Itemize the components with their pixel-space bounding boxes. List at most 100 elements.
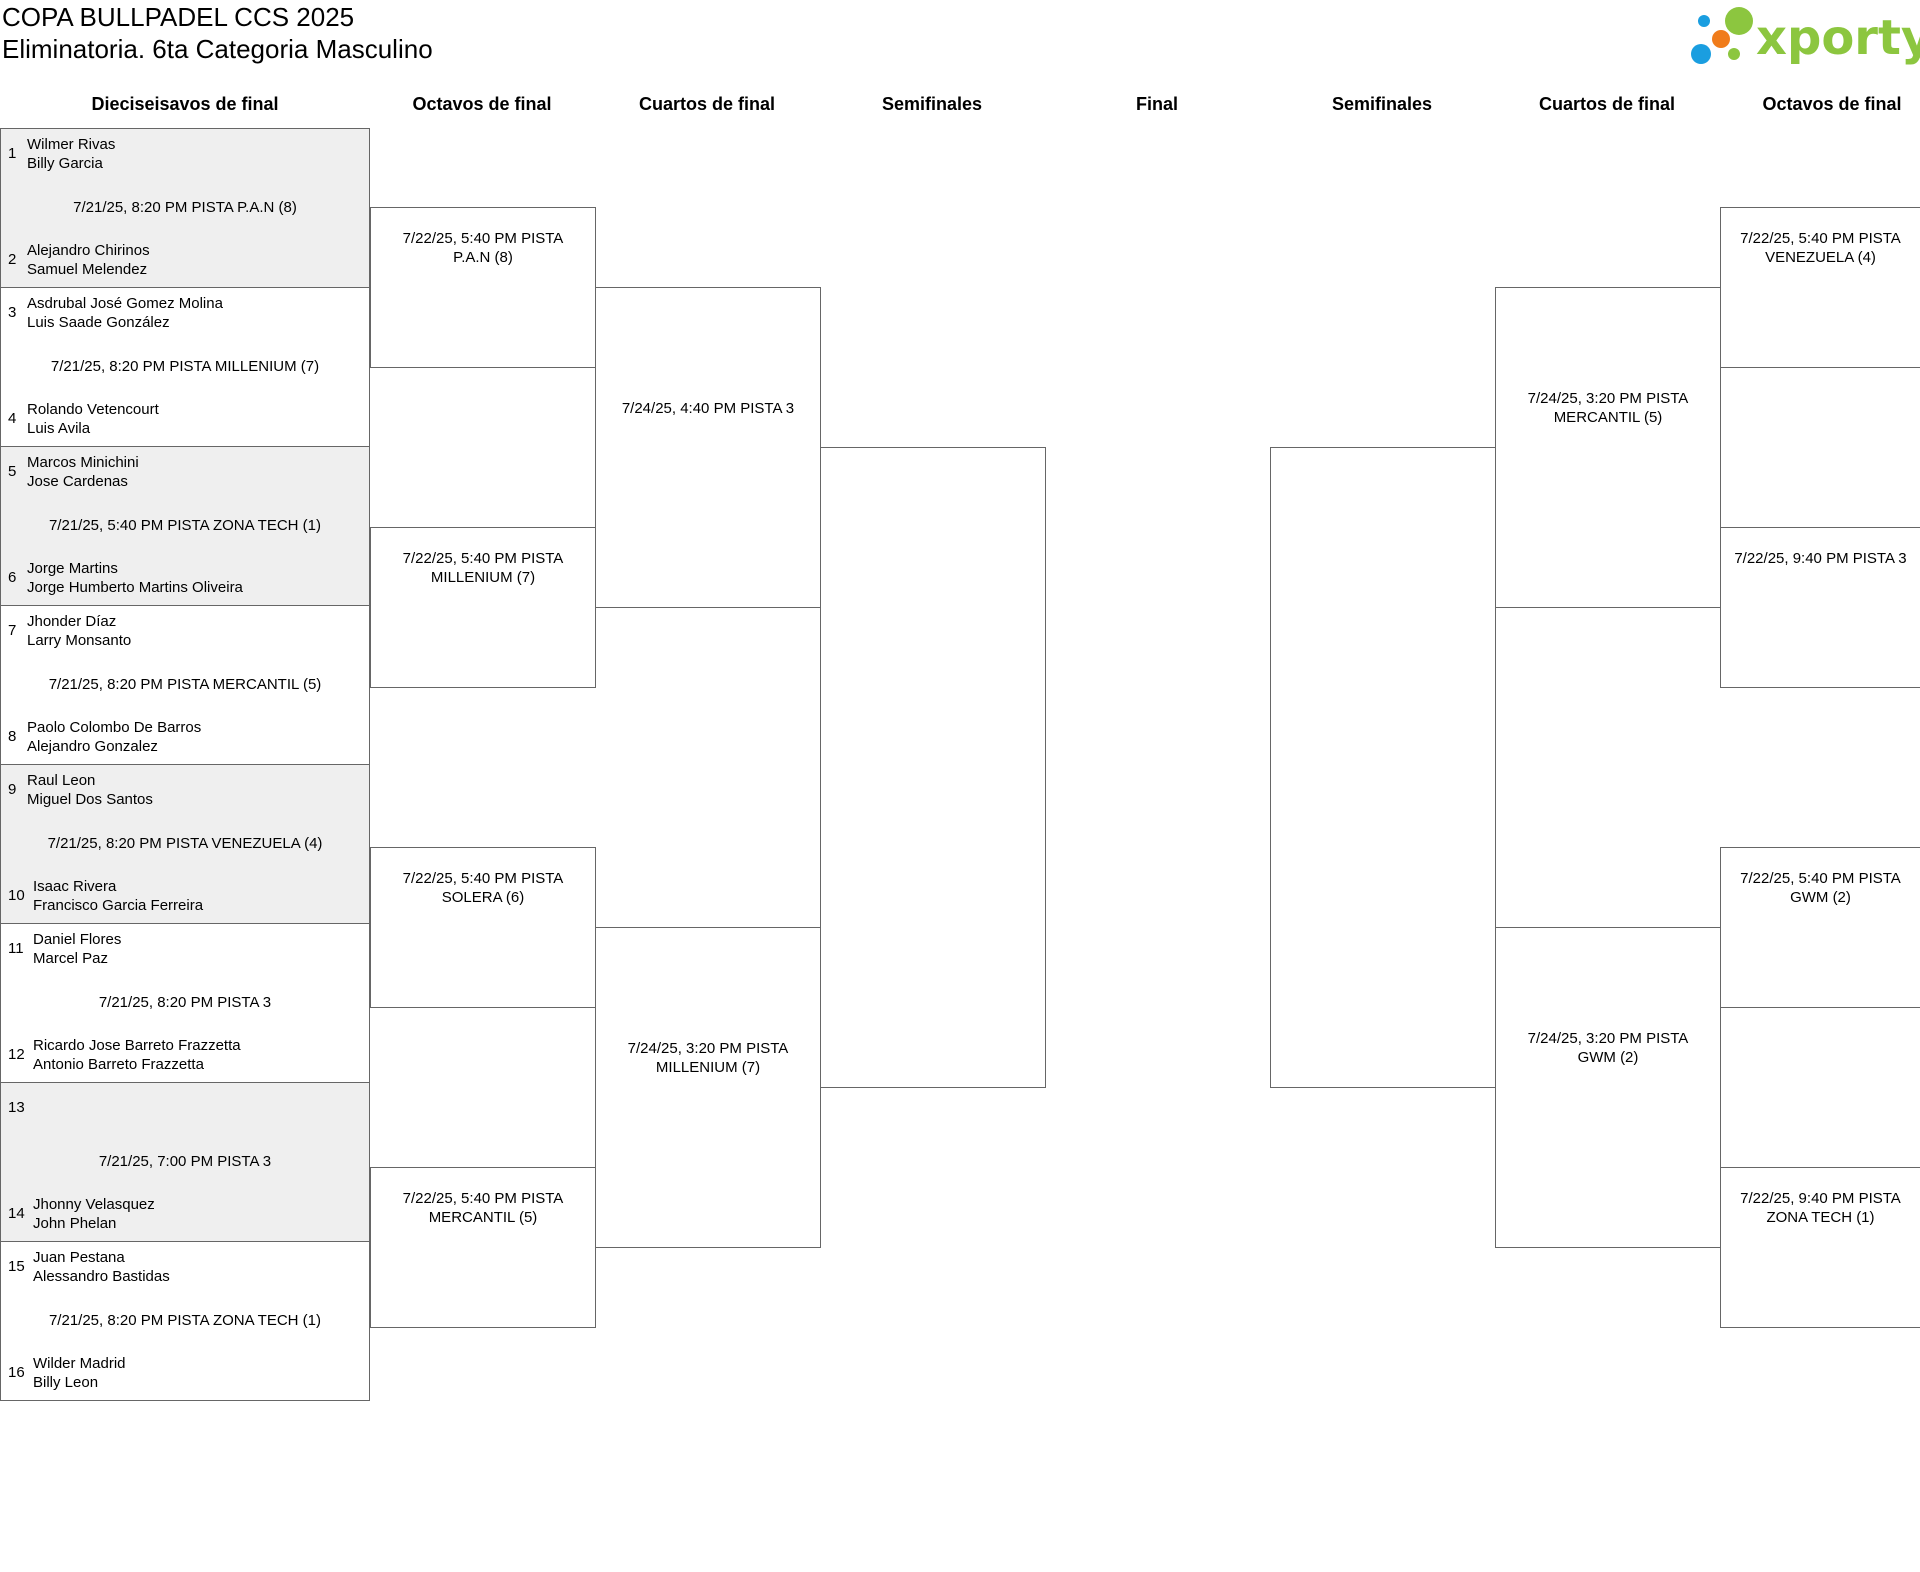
schedule-line: 7/24/25, 3:20 PM PISTA — [1527, 390, 1689, 407]
player-name: John Phelan — [33, 1215, 117, 1232]
seed-number: 6 — [8, 569, 17, 586]
qf-match-left[interactable]: 7/24/25, 3:20 PM PISTA MILLENIUM (7) — [595, 927, 821, 1248]
r16-match-left[interactable]: 7/22/25, 5:40 PM PISTA P.A.N (8) — [370, 207, 596, 368]
player-name: Alejandro Chirinos — [27, 242, 150, 259]
player-name: Isaac Rivera — [33, 878, 117, 895]
player-name: Jhonny Velasquez — [33, 1196, 155, 1213]
player-name: Ricardo Jose Barreto Frazzetta — [33, 1037, 241, 1054]
seed-number: 16 — [8, 1364, 25, 1381]
qf-match-right[interactable]: 7/24/25, 3:20 PM PISTA MERCANTIL (5) — [1495, 287, 1721, 608]
player-name: Jorge Martins — [27, 560, 118, 577]
round-header: Cuartos de final — [638, 94, 776, 114]
schedule-line: MILLENIUM (7) — [430, 569, 536, 586]
semifinal-left-bracket — [820, 447, 1046, 1088]
player-name: Billy Garcia — [27, 155, 103, 172]
logo-text: xporty — [1756, 10, 1920, 66]
logo-dot-green-large — [1725, 7, 1753, 35]
match-schedule: 7/21/25, 8:20 PM PISTA ZONA TECH (1) — [48, 1312, 322, 1329]
player-name: Wilmer Rivas — [27, 136, 116, 153]
match-schedule: 7/22/25, 5:40 PM PISTA MILLENIUM (7) — [371, 549, 595, 587]
schedule-line: 7/22/25, 5:40 PM PISTA — [402, 550, 564, 567]
schedule-line: SOLERA (6) — [441, 889, 525, 906]
player-name: Raul Leon — [27, 772, 96, 789]
logo-dot-blue-small — [1698, 15, 1710, 27]
match-schedule: 7/22/25, 5:40 PM PISTA SOLERA (6) — [371, 869, 595, 907]
player-name: Francisco Garcia Ferreira — [33, 897, 204, 914]
schedule-line: MERCANTIL (5) — [1553, 409, 1663, 426]
player-name: Jhonder Díaz — [27, 613, 117, 630]
player-name: Luis Avila — [27, 420, 91, 437]
schedule-line: 7/24/25, 3:20 PM PISTA — [627, 1040, 789, 1057]
match-schedule: 7/24/25, 3:20 PM PISTA MERCANTIL (5) — [1496, 389, 1720, 427]
schedule-line: P.A.N (8) — [453, 249, 513, 266]
schedule-line: MILLENIUM (7) — [655, 1059, 761, 1076]
seed-number: 13 — [8, 1099, 25, 1116]
schedule-line: 7/22/25, 5:40 PM PISTA — [1740, 870, 1901, 887]
player-name: Juan Pestana — [33, 1249, 125, 1266]
player-name: Samuel Melendez — [27, 261, 148, 278]
seed-number: 4 — [8, 410, 17, 427]
round-header: Final — [1135, 94, 1178, 114]
schedule-line: 7/22/25, 9:40 PM PISTA — [1740, 1190, 1901, 1207]
player-name: Rolando Vetencourt — [27, 401, 159, 418]
seed-number: 9 — [8, 781, 17, 798]
schedule-line: 7/22/25, 5:40 PM PISTA — [402, 230, 564, 247]
r16-match-right[interactable]: 7/22/25, 9:40 PM PISTA 3 — [1720, 527, 1920, 688]
seed-number: 11 — [8, 940, 24, 957]
round-header: Semifinales — [1331, 94, 1433, 114]
match-schedule: 7/21/25, 8:20 PM PISTA 3 — [98, 994, 272, 1011]
player-name: Alejandro Gonzalez — [27, 738, 158, 755]
match-schedule: 7/21/25, 8:20 PM PISTA MERCANTIL (5) — [48, 676, 322, 693]
seed-number: 3 — [8, 304, 17, 321]
seed-number: 14 — [8, 1205, 25, 1222]
match-schedule: 7/21/25, 8:20 PM PISTA MILLENIUM (7) — [50, 358, 320, 375]
player-name: Daniel Flores — [33, 931, 122, 948]
qf-match-left[interactable]: 7/24/25, 4:40 PM PISTA 3 — [595, 287, 821, 608]
r16-match-left[interactable]: 7/22/25, 5:40 PM PISTA SOLERA (6) — [370, 847, 596, 1008]
seed-number: 1 — [8, 145, 17, 162]
xporty-logo: xporty — [1691, 7, 1920, 66]
logo-dot-green-small — [1728, 48, 1740, 60]
round-header: Semifinales — [881, 94, 983, 114]
player-name: Paolo Colombo De Barros — [27, 719, 202, 736]
seed-number: 7 — [8, 622, 17, 639]
schedule-line: 7/22/25, 9:40 PM PISTA 3 — [1734, 550, 1907, 567]
schedule-line: 7/22/25, 5:40 PM PISTA — [402, 870, 564, 887]
player-name: Jose Cardenas — [27, 473, 128, 490]
match-schedule: 7/21/25, 5:40 PM PISTA ZONA TECH (1) — [48, 517, 322, 534]
match-schedule: 7/24/25, 3:20 PM PISTA MILLENIUM (7) — [596, 1039, 820, 1077]
player-name: Jorge Humberto Martins Oliveira — [27, 579, 243, 596]
semifinal-right-bracket — [1270, 447, 1496, 1088]
player-name: Billy Leon — [33, 1374, 99, 1391]
r16-match-left[interactable]: 7/22/25, 5:40 PM PISTA MILLENIUM (7) — [370, 527, 596, 688]
player-name: Antonio Barreto Frazzetta — [33, 1056, 204, 1073]
player-name: Larry Monsanto — [27, 632, 132, 649]
match-schedule: 7/24/25, 4:40 PM PISTA 3 — [596, 399, 820, 418]
player-name: Miguel Dos Santos — [27, 791, 153, 808]
